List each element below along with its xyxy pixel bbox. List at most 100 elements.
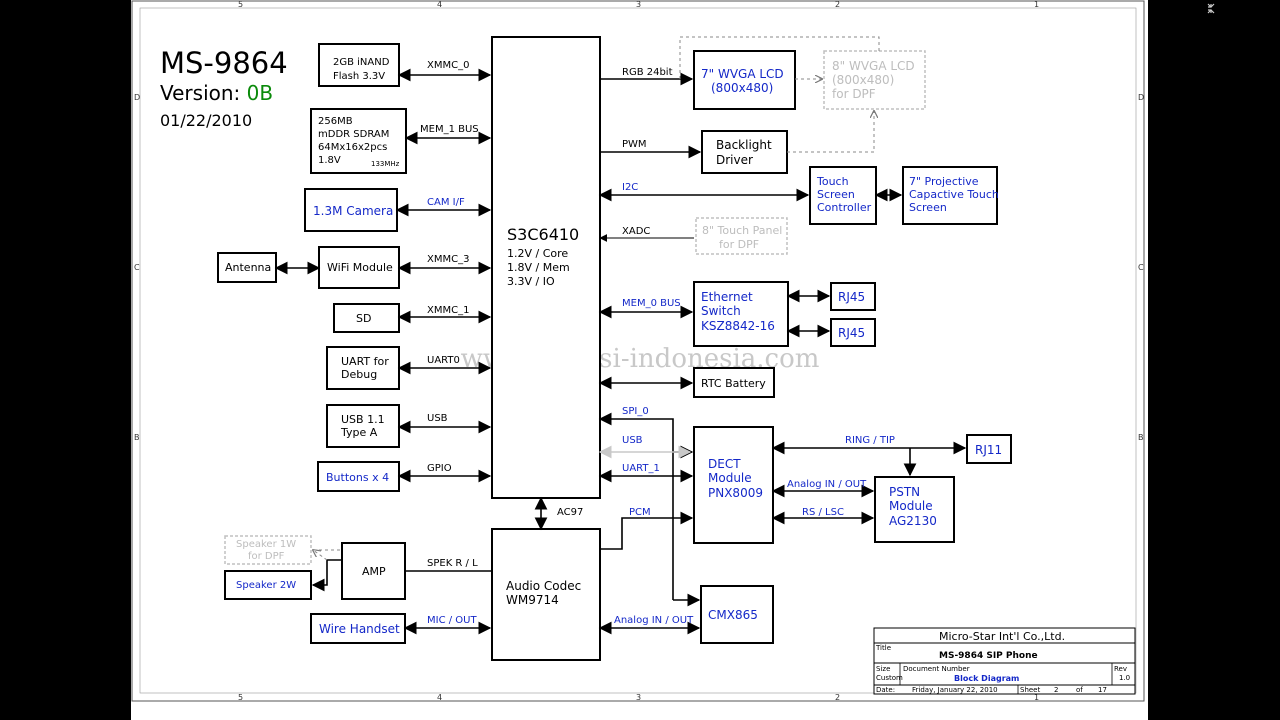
column-mark: 4 xyxy=(437,693,442,702)
codec-label: Audio Codec xyxy=(506,579,581,593)
column-mark: 5 xyxy=(238,693,243,702)
svg-text:RTC Battery: RTC Battery xyxy=(701,377,766,390)
svg-text:Module: Module xyxy=(889,499,933,513)
soc-spec: 3.3V / IO xyxy=(507,275,555,288)
svg-text:Speaker 1W: Speaker 1W xyxy=(236,539,296,550)
wire-handset-block[interactable]: Wire Handset xyxy=(310,613,406,644)
rj11-block[interactable]: RJ11 xyxy=(966,434,1012,464)
svg-text:USB 1.1: USB 1.1 xyxy=(341,413,385,426)
row-mark: D xyxy=(1138,93,1144,102)
version-value: 0B xyxy=(247,81,273,105)
svg-text:8" Touch Panel: 8" Touch Panel xyxy=(702,224,782,237)
soc-name: S3C6410 xyxy=(507,225,579,244)
amp-block[interactable]: AMP xyxy=(341,542,406,600)
speaker-dpf-block[interactable]: Speaker 1W for DPF xyxy=(224,535,312,565)
svg-text:mDDR SDRAM: mDDR SDRAM xyxy=(318,129,389,140)
svg-text:(800x480): (800x480) xyxy=(832,73,894,87)
lcd8-dpf-block[interactable]: 8" WVGA LCD (800x480) for DPF xyxy=(823,50,926,110)
model-title: MS-9864 xyxy=(160,46,288,80)
uart-debug-block[interactable]: UART for Debug xyxy=(326,346,400,390)
column-mark: 3 xyxy=(636,0,641,9)
lcd7-block[interactable]: 7" WVGA LCD (800x480) xyxy=(693,50,796,110)
svg-text:17: 17 xyxy=(1098,686,1107,694)
rj45-b-block[interactable]: RJ45 xyxy=(830,318,876,347)
svg-text:Sheet: Sheet xyxy=(1020,686,1040,694)
svg-text:MEM_0 BUS: MEM_0 BUS xyxy=(622,298,681,309)
column-mark: 4 xyxy=(437,0,442,9)
svg-text:Size: Size xyxy=(876,665,890,673)
svg-text:Backlight: Backlight xyxy=(716,138,772,152)
wifi-module-block[interactable]: WiFi Module xyxy=(318,246,400,289)
column-mark: 2 xyxy=(835,693,840,702)
camera-block[interactable]: 1.3M Camera xyxy=(304,188,398,232)
svg-text:Switch: Switch xyxy=(701,304,741,318)
row-mark: C xyxy=(134,263,140,272)
rtc-battery-block[interactable]: RTC Battery xyxy=(693,367,775,398)
svg-text:RJ45: RJ45 xyxy=(838,290,865,304)
connections xyxy=(274,68,967,635)
sd-block[interactable]: SD xyxy=(333,303,400,333)
svg-text:USB: USB xyxy=(622,435,643,446)
audio-codec-block[interactable]: Audio Codec WM9714 xyxy=(491,528,601,661)
svg-text:Analog IN / OUT: Analog IN / OUT xyxy=(787,479,867,490)
touch-controller-block[interactable]: Touch Screen Controller xyxy=(809,166,877,225)
svg-text:Flash 3.3V: Flash 3.3V xyxy=(333,71,385,82)
soc-spec: 1.2V / Core xyxy=(507,247,568,260)
antenna-block[interactable]: Antenna xyxy=(217,252,277,283)
svg-text:Screen: Screen xyxy=(909,201,947,214)
column-mark: 1 xyxy=(1034,693,1039,702)
signal-labels: XMMC_0 MEM_1 BUS CAM I/F XMMC_3 XMMC_1 U… xyxy=(420,60,895,626)
column-mark: 2 xyxy=(835,0,840,9)
svg-text:MEM_1 BUS: MEM_1 BUS xyxy=(420,124,479,135)
svg-text:KSZ8842-16: KSZ8842-16 xyxy=(701,319,775,333)
dect-module-block[interactable]: DECT Module PNX8009 xyxy=(693,426,774,544)
svg-text:Screen: Screen xyxy=(817,188,855,201)
svg-text:Antenna: Antenna xyxy=(225,261,271,274)
speaker-2w-block[interactable]: Speaker 2W xyxy=(224,570,312,600)
svg-text:256MB: 256MB xyxy=(318,116,353,127)
svg-text:8" WVGA LCD: 8" WVGA LCD xyxy=(832,59,915,73)
svg-text:I2C: I2C xyxy=(622,182,638,193)
svg-text:XMMC_1: XMMC_1 xyxy=(427,305,469,316)
svg-text:of: of xyxy=(1076,686,1083,694)
svg-text:Touch: Touch xyxy=(816,175,849,188)
codec-label: WM9714 xyxy=(506,593,559,607)
ethernet-switch-block[interactable]: Ethernet Switch KSZ8842-16 xyxy=(693,281,789,347)
soc-block[interactable]: S3C6410 1.2V / Core 1.8V / Mem 3.3V / IO xyxy=(491,36,601,499)
schematic-sheet: 5 4 3 2 1 5 4 3 2 1 D C B D C B MS-9864 … xyxy=(131,0,1148,720)
inand-flash-block[interactable]: 2GB iNAND Flash 3.3V xyxy=(318,43,400,87)
buttons-block[interactable]: Buttons x 4 xyxy=(317,461,400,492)
rj45-a-block[interactable]: RJ45 xyxy=(830,282,876,311)
document-name: Block Diagram xyxy=(954,674,1019,683)
exit-fullscreen-icon[interactable] xyxy=(1200,0,1222,18)
svg-text:7" Projective: 7" Projective xyxy=(909,175,979,188)
usb-port-block[interactable]: USB 1.1 Type A xyxy=(326,404,400,448)
svg-text:Friday, January 22, 2010: Friday, January 22, 2010 xyxy=(912,686,998,694)
svg-text:7" WVGA LCD: 7" WVGA LCD xyxy=(701,67,784,81)
svg-text:DECT: DECT xyxy=(708,457,741,471)
column-mark: 5 xyxy=(238,0,243,9)
backlight-driver-block[interactable]: Backlight Driver xyxy=(701,130,788,174)
sdram-clock: 133MHz xyxy=(371,160,400,168)
svg-text:64Mx16x2pcs: 64Mx16x2pcs xyxy=(318,142,387,153)
svg-text:Wire Handset: Wire Handset xyxy=(319,622,400,636)
row-mark: B xyxy=(1138,433,1144,442)
svg-text:Custom: Custom xyxy=(876,674,903,682)
column-mark: 1 xyxy=(1034,0,1039,9)
svg-text:UART0: UART0 xyxy=(427,355,460,366)
sdram-block[interactable]: 256MB mDDR SDRAM 64Mx16x2pcs 1.8V 133MHz xyxy=(310,108,407,174)
svg-text:RS / LSC: RS / LSC xyxy=(802,507,844,518)
touch-screen-block[interactable]: 7" Projective Capactive Touch Screen xyxy=(902,166,999,225)
row-mark: D xyxy=(134,93,140,102)
column-mark: 3 xyxy=(636,693,641,702)
row-mark: C xyxy=(1138,263,1144,272)
row-mark: B xyxy=(134,433,140,442)
svg-text:Debug: Debug xyxy=(341,368,377,381)
touch-panel-dpf-block[interactable]: 8" Touch Panel for DPF xyxy=(695,217,788,255)
svg-text:MIC / OUT: MIC / OUT xyxy=(427,615,477,626)
svg-text:Document Number: Document Number xyxy=(903,665,970,673)
svg-text:1.3M Camera: 1.3M Camera xyxy=(313,204,393,218)
cmx865-block[interactable]: CMX865 xyxy=(700,585,774,644)
pstn-module-block[interactable]: PSTN Module AG2130 xyxy=(874,476,955,543)
